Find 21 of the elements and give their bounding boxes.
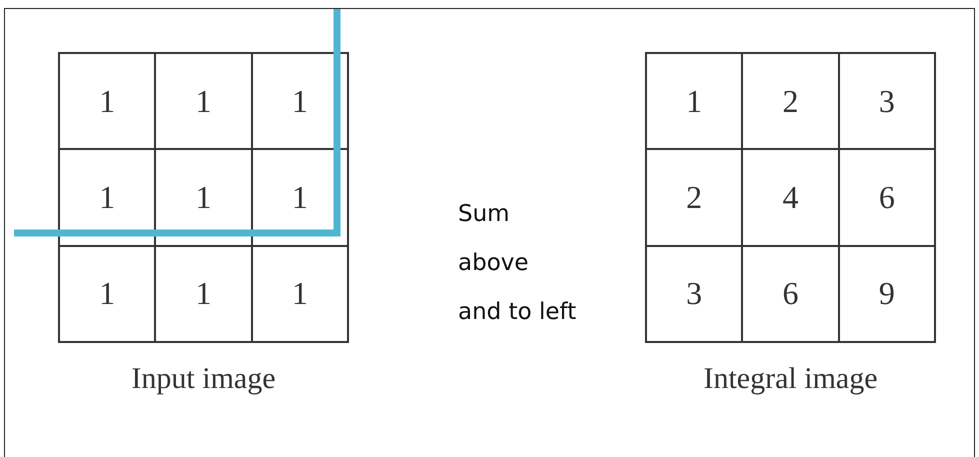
table-cell: 1 [252,149,348,246]
table-cell: 1 [252,246,348,342]
table-cell: 1 [646,53,742,150]
table-cell: 3 [646,246,742,342]
caption: Integral image [702,362,879,396]
table-cell: 1 [59,246,156,342]
caption: Input image [130,362,277,396]
table-cell: 1 [155,246,252,342]
table-cell: 2 [646,149,742,246]
note-text: Sum above and to left [458,200,578,327]
table-cell: 4 [742,149,839,246]
table-cell: 6 [742,246,839,342]
table-cell: 1 [252,53,348,150]
table-cell: 1 [59,53,156,150]
table-cell: 1 [59,149,156,246]
table-cell: 1 [155,53,252,150]
table-cell: 2 [742,53,839,150]
table-cell: 9 [838,246,935,342]
table-cell: 6 [838,149,935,246]
table-cell: 3 [838,53,935,150]
table-cell: 1 [155,149,252,246]
